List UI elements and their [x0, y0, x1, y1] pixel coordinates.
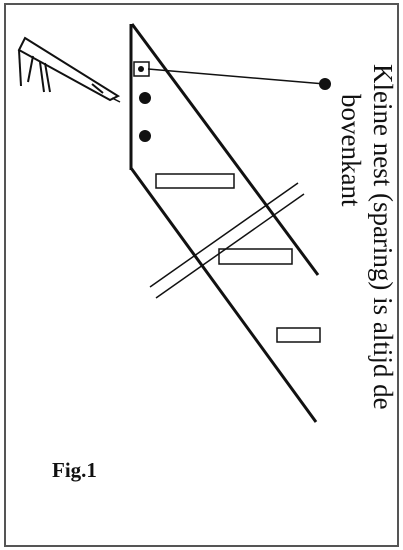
tool-sketch — [17, 36, 121, 102]
hole-dot — [139, 130, 151, 142]
recess-rectangle — [276, 327, 321, 343]
caption-line-1: Kleine nest (sparing) is altijd de — [368, 64, 398, 410]
tool-tip-line — [111, 97, 121, 103]
cross-lines — [149, 182, 305, 299]
figure-frame — [4, 3, 399, 547]
annotation-dot — [319, 78, 331, 90]
recess-rectangle — [155, 173, 235, 189]
caption-line-2: bovenkant — [336, 94, 366, 207]
beam-outline — [129, 23, 320, 423]
hole-dot — [139, 92, 151, 104]
annotation-leader — [147, 68, 326, 85]
small-nest-dot — [138, 66, 144, 72]
recess-rectangle — [218, 248, 293, 265]
figure-label: Fig.1 — [52, 458, 97, 482]
